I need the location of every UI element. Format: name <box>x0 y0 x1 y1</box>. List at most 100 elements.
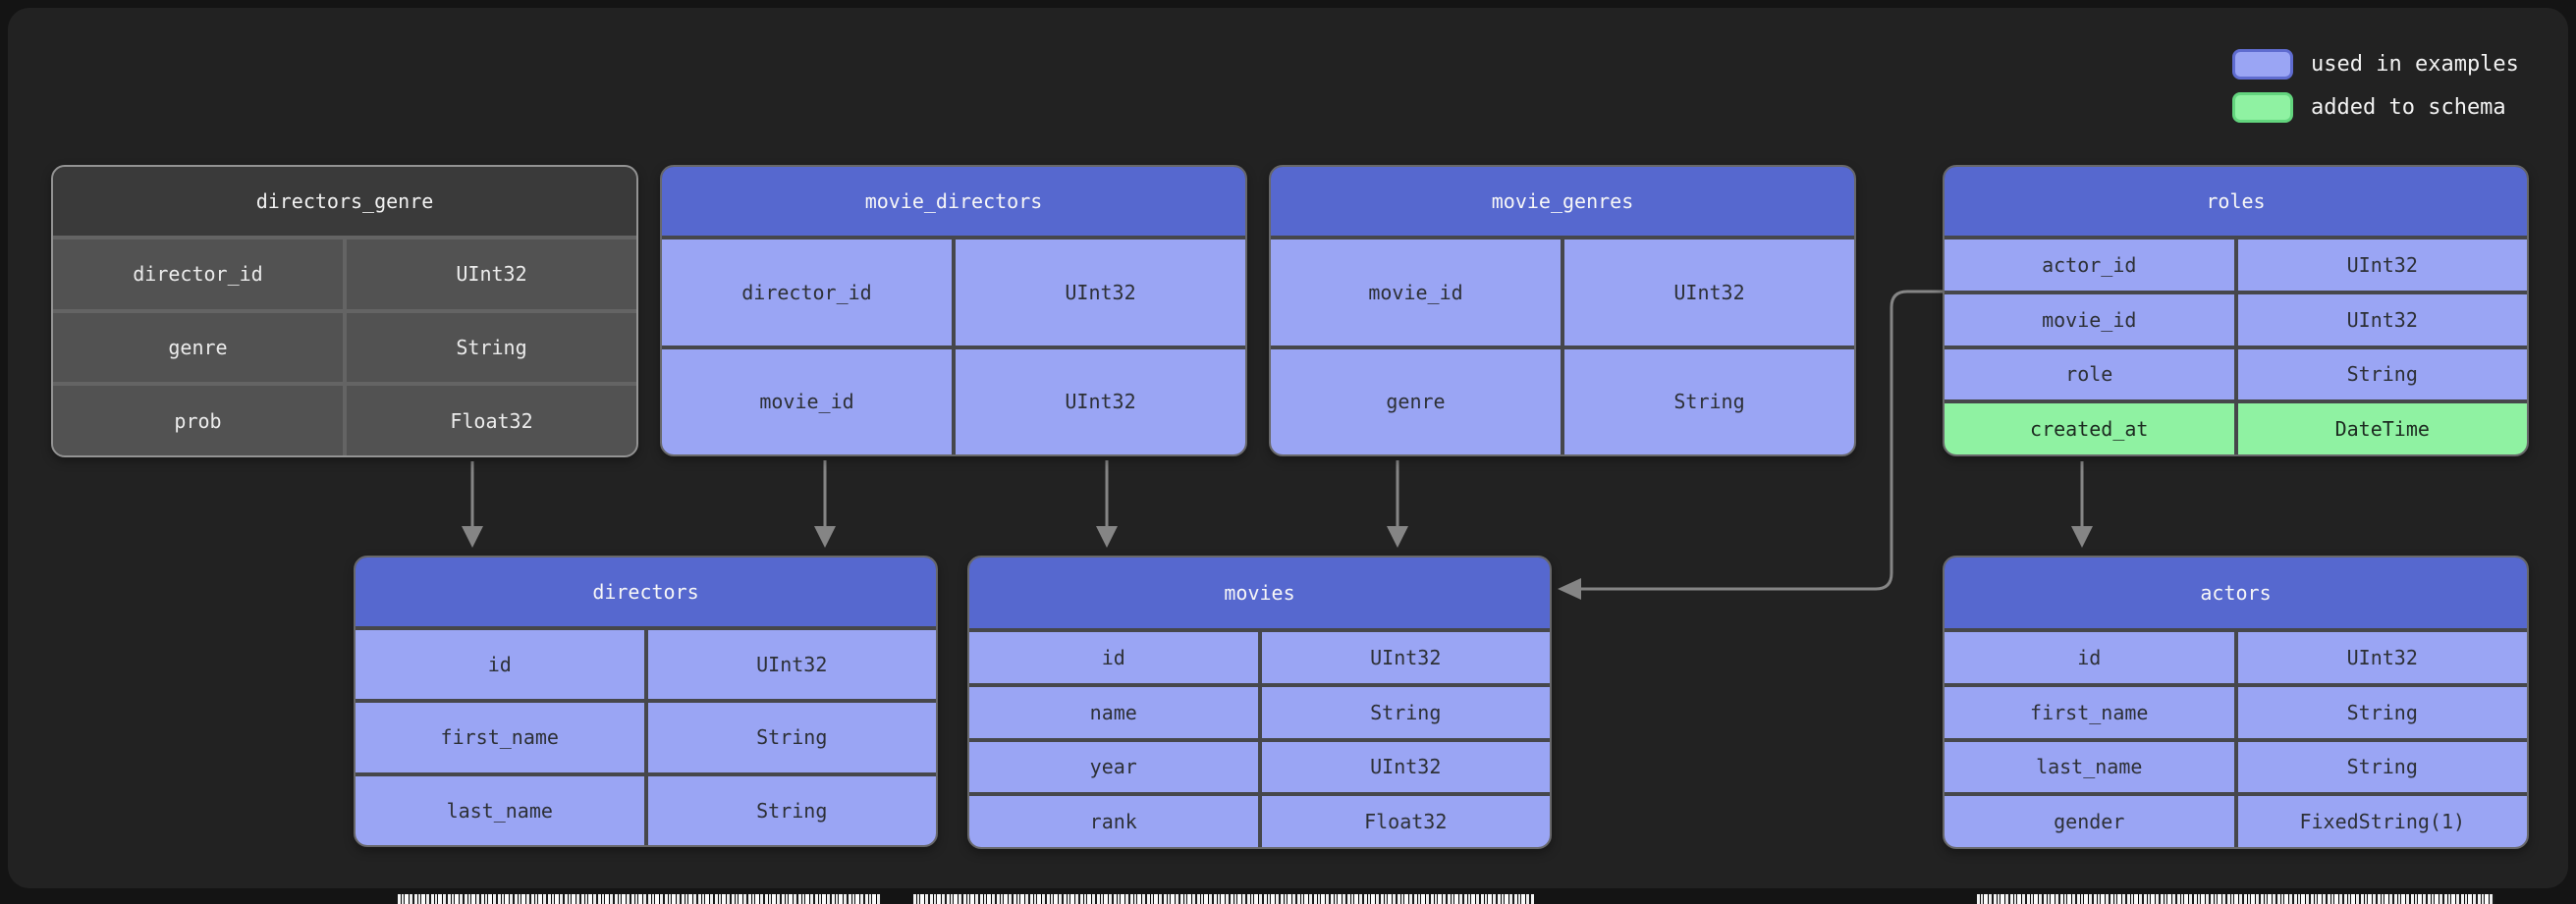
column-name-cell-text: prob <box>174 408 222 433</box>
relation-arrow-movie_directors-directors <box>814 460 836 548</box>
filmstrip-noise <box>913 894 1534 904</box>
legend-item-added-to-schema: added to schema <box>2232 92 2519 123</box>
column-type-cell-text: UInt32 <box>2346 645 2418 669</box>
table-header: movies <box>969 558 1550 628</box>
column-type-cell: String <box>1564 348 1854 454</box>
table-row: id UInt32 <box>969 632 1550 683</box>
column-type-cell-text: String <box>1370 700 1442 724</box>
column-name-cell: movie_id <box>1945 293 2234 346</box>
column-name-cell-text: movie_id <box>759 390 854 414</box>
column-type-cell: UInt32 <box>1261 632 1550 683</box>
column-type-cell-text: UInt32 <box>1370 645 1442 669</box>
column-type-cell: UInt32 <box>347 239 636 309</box>
column-type-cell-text: String <box>456 336 527 359</box>
column-type-cell: UInt32 <box>956 348 1245 454</box>
table-row: last_name String <box>356 775 936 845</box>
legend-swatch-green <box>2232 92 2293 123</box>
table-title: roles <box>2206 189 2266 213</box>
column-type-cell: UInt32 <box>1261 741 1550 793</box>
column-type-cell: Float32 <box>347 386 636 455</box>
table-title: directors <box>592 580 699 604</box>
column-name-cell-text: last_name <box>446 798 553 823</box>
column-type-cell: DateTime <box>2237 403 2527 454</box>
column-type-cell-text: UInt32 <box>1065 390 1136 414</box>
column-type-cell-text: Float32 <box>450 408 533 433</box>
column-name-cell-text: movie_id <box>1368 280 1463 304</box>
table-header: movie_genres <box>1271 167 1854 236</box>
column-type-cell: UInt32 <box>647 630 936 700</box>
column-name-cell-text: created_at <box>2030 417 2149 442</box>
filmstrip-noise <box>398 894 881 904</box>
table-title: movie_directors <box>864 189 1043 213</box>
table-header: actors <box>1945 558 2527 628</box>
filmstrip-noise <box>1977 894 2494 904</box>
column-type-cell-text: UInt32 <box>456 262 527 287</box>
column-type-cell: String <box>2237 741 2527 793</box>
column-type-cell: String <box>347 312 636 383</box>
column-type-cell: UInt32 <box>956 239 1245 346</box>
table-title: movies <box>1224 581 1295 605</box>
column-type-cell: String <box>2237 686 2527 738</box>
table-row: movie_id UInt32 <box>662 348 1245 454</box>
column-name-cell-text: genre <box>168 336 228 359</box>
column-name-cell: name <box>969 686 1258 738</box>
column-name-cell-text: first_name <box>440 725 559 750</box>
table-row: last_name String <box>1945 741 2527 793</box>
table-row: movie_id UInt32 <box>1271 239 1854 346</box>
column-name-cell-text: director_id <box>133 262 263 287</box>
column-name-cell-text: last_name <box>2036 755 2143 779</box>
column-name-cell-text: movie_id <box>2042 307 2137 332</box>
table-row: genre String <box>1271 348 1854 454</box>
column-type-cell-text: Float32 <box>1364 810 1448 834</box>
table-header: movie_directors <box>662 167 1245 236</box>
legend-item-used-in-examples: used in examples <box>2232 49 2519 80</box>
table-movie_genres: movie_genres movie_id UInt32 genre String <box>1269 165 1856 456</box>
column-name-cell-text: genre <box>1386 390 1446 414</box>
table-row: movie_id UInt32 <box>1945 293 2527 346</box>
column-name-cell: id <box>356 630 644 700</box>
relation-arrow-movie_directors-movies <box>1096 460 1118 548</box>
table-row: gender FixedString(1) <box>1945 796 2527 847</box>
column-type-cell: String <box>647 775 936 845</box>
table-row: created_at DateTime <box>1945 403 2527 454</box>
column-type-cell: UInt32 <box>2237 293 2527 346</box>
column-name-cell: created_at <box>1945 403 2234 454</box>
column-name-cell-text: id <box>1101 645 1125 669</box>
column-name-cell: gender <box>1945 796 2234 847</box>
column-name-cell-text: id <box>2077 645 2102 669</box>
column-type-cell: UInt32 <box>2237 239 2527 291</box>
table-title: directors_genre <box>255 189 434 213</box>
column-name-cell: actor_id <box>1945 239 2234 291</box>
column-type-cell-text: FixedString(1) <box>2299 810 2466 834</box>
table-header: roles <box>1945 167 2527 236</box>
column-name-cell: last_name <box>356 775 644 845</box>
column-name-cell-text: rank <box>1089 810 1137 834</box>
relation-arrow-directors_genre-directors <box>462 461 483 548</box>
table-title: actors <box>2200 581 2272 605</box>
legend: used in examples added to schema <box>2232 49 2519 123</box>
column-type-cell: String <box>2237 348 2527 400</box>
column-name-cell: movie_id <box>662 348 952 454</box>
column-type-cell-text: UInt32 <box>1673 280 1745 304</box>
table-row: director_id UInt32 <box>53 239 636 309</box>
column-name-cell: id <box>969 632 1258 683</box>
column-name-cell: movie_id <box>1271 239 1561 346</box>
table-header: directors_genre <box>53 167 636 236</box>
column-name-cell-text: id <box>487 653 512 677</box>
column-type-cell-text: String <box>756 725 828 750</box>
column-type-cell: Float32 <box>1261 796 1550 847</box>
table-row: prob Float32 <box>53 386 636 455</box>
table-directors_genre: directors_genre director_id UInt32 genre Str… <box>51 165 638 457</box>
column-type-cell-text: UInt32 <box>2346 307 2418 332</box>
relation-arrow-roles-movies <box>1558 290 1943 600</box>
column-type-cell: String <box>1261 686 1550 738</box>
legend-label: added to schema <box>2311 95 2506 120</box>
